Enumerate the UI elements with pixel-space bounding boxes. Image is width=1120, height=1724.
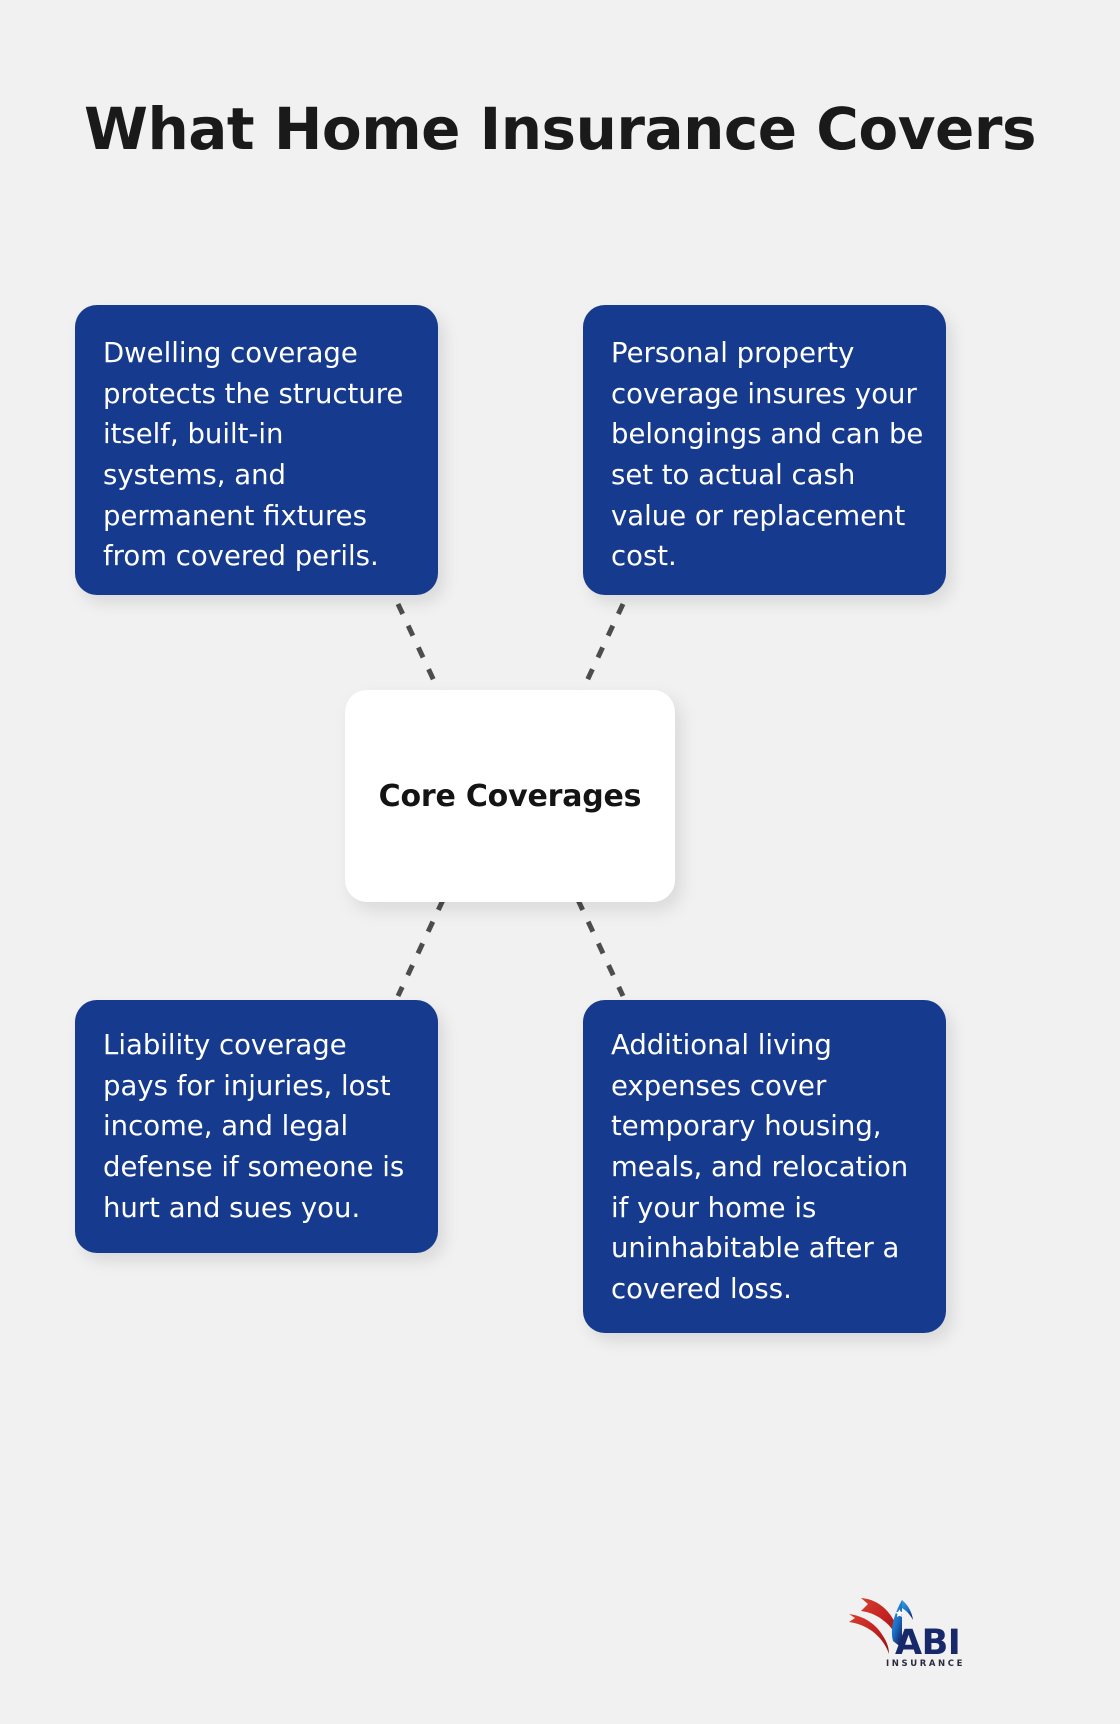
coverage-card-dwelling-text: Dwelling coverage protects the structure…: [103, 337, 404, 573]
coverage-card-personal-property-text: Personal property coverage insures your …: [611, 337, 924, 573]
coverage-card-additional-living-expenses[interactable]: Additional living expenses cover tempora…: [583, 1000, 946, 1333]
coverage-card-personal-property[interactable]: Personal property coverage insures your …: [583, 305, 946, 595]
coverage-card-liability[interactable]: Liability coverage pays for injuries, lo…: [75, 1000, 438, 1253]
coverage-card-dwelling[interactable]: Dwelling coverage protects the structure…: [75, 305, 438, 595]
abi-insurance-logo: ABI INSURANCE: [845, 1592, 973, 1672]
connector-top-right: [575, 602, 626, 702]
connector-bottom-right: [575, 898, 626, 998]
page-title: What Home Insurance Covers: [84, 95, 1037, 163]
coverage-card-liability-text: Liability coverage pays for injuries, lo…: [103, 1029, 405, 1224]
core-coverages-hub-label: Core Coverages: [378, 778, 642, 814]
core-coverages-hub[interactable]: Core Coverages: [345, 690, 675, 902]
connector-bottom-left: [395, 898, 446, 998]
abi-logo-tagline: INSURANCE: [886, 1659, 965, 1669]
coverage-card-additional-living-expenses-text: Additional living expenses cover tempora…: [611, 1029, 909, 1306]
abi-logo-icon: ABI INSURANCE: [849, 1598, 965, 1669]
connector-top-left: [395, 602, 446, 702]
abi-logo-wordmark: ABI: [895, 1623, 960, 1663]
